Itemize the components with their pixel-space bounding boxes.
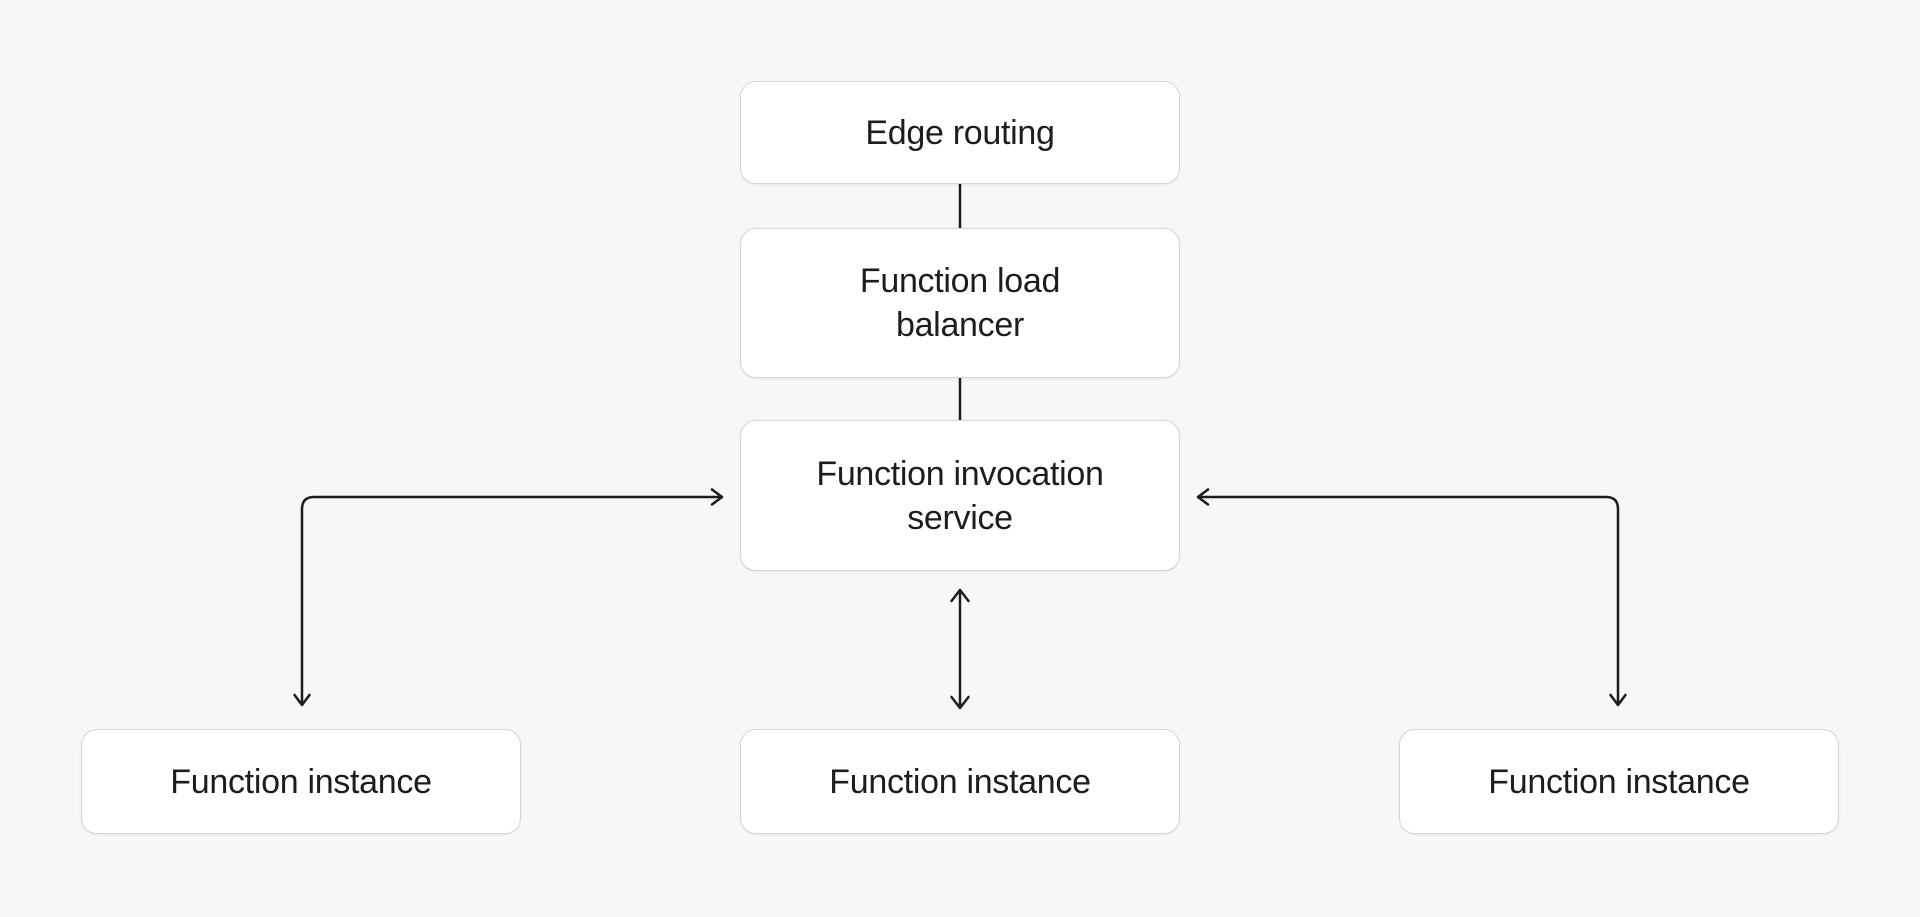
node-function-instance-right-label: Function instance: [1488, 762, 1750, 801]
node-function-instance-center-label: Function instance: [829, 762, 1091, 801]
arrow-invocation-service-instance-right: [1196, 488, 1627, 707]
node-function-load-balancer: Function load balancer: [740, 228, 1180, 378]
node-function-instance-center: Function instance: [740, 729, 1180, 834]
node-edge-routing: Edge routing: [740, 81, 1180, 184]
node-function-load-balancer-label: Function load balancer: [859, 262, 1061, 344]
node-function-instance-left-label: Function instance: [170, 762, 432, 801]
arrow-invocation-service-instance-center: [950, 588, 970, 710]
node-function-invocation-service: Function invocation service: [740, 420, 1180, 571]
node-edge-routing-label: Edge routing: [865, 113, 1055, 152]
node-function-instance-left: Function instance: [81, 729, 521, 834]
arrow-invocation-service-instance-left: [293, 488, 724, 707]
node-function-invocation-service-label: Function invocation service: [816, 454, 1104, 537]
node-function-instance-right: Function instance: [1399, 729, 1839, 834]
